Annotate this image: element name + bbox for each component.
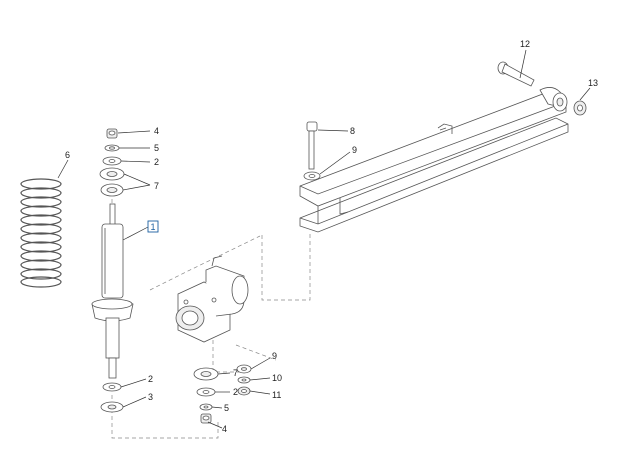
bracket-nut[interactable]	[200, 413, 212, 424]
callout-5-bracket[interactable]: 5	[224, 403, 229, 413]
callout-12[interactable]: 12	[520, 39, 530, 49]
upper-bushing-bottom[interactable]	[100, 183, 124, 197]
callout-4-bracket[interactable]: 4	[222, 424, 227, 434]
callout-9-upper[interactable]: 9	[352, 145, 357, 155]
callout-8[interactable]: 8	[350, 126, 355, 136]
upper-nut[interactable]	[106, 128, 118, 139]
arm-lock-washer[interactable]	[237, 376, 251, 384]
arm-nut[interactable]	[237, 386, 251, 396]
callout-3[interactable]: 3	[148, 392, 153, 402]
callout-labels: 4 5 2 7 6 1 2 3 7 2 5 4 9 10 11 8 9 12 1…	[65, 39, 598, 434]
callout-7-upper[interactable]: 7	[154, 181, 159, 191]
upper-flat-washer[interactable]	[102, 156, 122, 166]
bracket-bushing[interactable]	[193, 367, 219, 381]
vertical-bolt-washer[interactable]	[303, 171, 321, 181]
arm-washer-lower[interactable]	[236, 364, 252, 374]
upper-bushing-top[interactable]	[99, 167, 125, 181]
callout-1-box[interactable]: 1	[147, 220, 159, 233]
upper-lock-washer[interactable]	[104, 144, 120, 152]
coil-spring[interactable]	[20, 178, 62, 288]
shock-absorber[interactable]	[91, 203, 134, 379]
callout-1[interactable]: 1	[151, 222, 156, 232]
bracket-washer[interactable]	[196, 387, 216, 397]
callout-11[interactable]: 11	[272, 390, 281, 400]
bracket-lock-washer[interactable]	[199, 403, 213, 411]
callout-6[interactable]: 6	[65, 150, 70, 160]
callout-9-lower[interactable]: 9	[272, 351, 277, 361]
vertical-bolt[interactable]	[306, 121, 318, 170]
leader-lines	[57, 49, 591, 429]
pivot-bolt[interactable]	[497, 61, 535, 87]
callout-2-lower[interactable]: 2	[148, 374, 153, 384]
lower-shock-bushing[interactable]	[100, 401, 124, 413]
callout-10[interactable]: 10	[272, 373, 282, 383]
callout-13[interactable]: 13	[588, 78, 598, 88]
pivot-nut[interactable]	[573, 100, 587, 116]
axle-bracket[interactable]	[175, 255, 249, 343]
callout-2-bracket[interactable]: 2	[233, 387, 238, 397]
callout-7-lower[interactable]: 7	[233, 368, 238, 378]
trailing-arm[interactable]	[299, 87, 569, 233]
callout-5-upper[interactable]: 5	[154, 143, 159, 153]
callout-4-upper[interactable]: 4	[154, 126, 159, 136]
lower-shock-washer[interactable]	[102, 382, 122, 392]
callout-2-upper[interactable]: 2	[154, 157, 159, 167]
